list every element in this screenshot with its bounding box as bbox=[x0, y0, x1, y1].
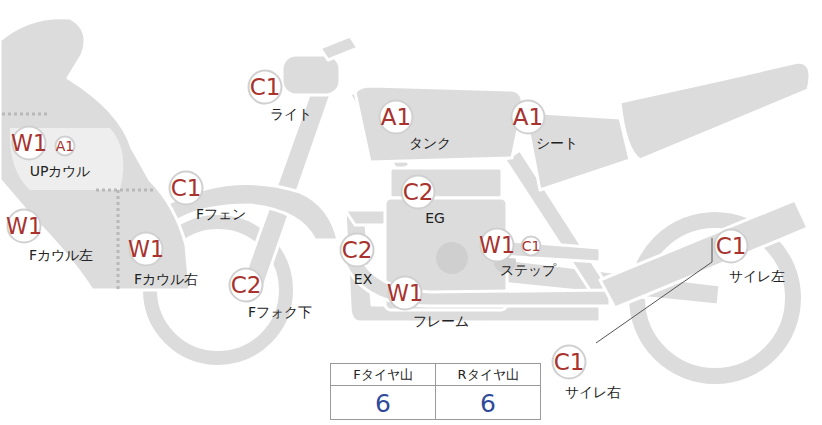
damage-code: C2 bbox=[228, 267, 264, 303]
damage-callout: W1フレーム bbox=[387, 275, 423, 311]
damage-callout: A1シート bbox=[510, 99, 546, 135]
part-name: EX bbox=[354, 272, 372, 287]
part-name: ステップ bbox=[500, 263, 556, 278]
damage-code: W1 bbox=[128, 231, 164, 267]
damage-code: W1 bbox=[6, 208, 42, 244]
damage-code: A1 bbox=[378, 99, 414, 135]
damage-code: C2 bbox=[339, 232, 375, 268]
part-name: UPカウル bbox=[30, 164, 91, 179]
damage-code: C1 bbox=[168, 170, 204, 206]
damage-callout: A1 bbox=[54, 135, 76, 157]
table-value: 6 bbox=[480, 390, 496, 418]
damage-callout: W1UPカウル bbox=[11, 125, 47, 161]
part-name: Fカウル左 bbox=[29, 248, 93, 263]
damage-callout: C1Fフェン bbox=[168, 170, 204, 206]
part-name: Fフェン bbox=[196, 207, 246, 222]
part-name: シート bbox=[536, 136, 578, 151]
damage-code: W1 bbox=[387, 275, 423, 311]
damage-callout: W1ステップ bbox=[479, 227, 515, 263]
table-header: Rタイヤ山 bbox=[457, 368, 518, 382]
damage-code: A1 bbox=[510, 99, 546, 135]
damage-callout: W1Fカウル左 bbox=[6, 208, 42, 244]
damage-callout: C1サイレ右 bbox=[551, 344, 587, 380]
damage-code: C1 bbox=[247, 69, 283, 105]
part-name: タンク bbox=[409, 136, 451, 151]
damage-code: A1 bbox=[54, 135, 76, 157]
part-name: サイレ左 bbox=[729, 269, 785, 284]
damage-code: W1 bbox=[479, 227, 515, 263]
damage-callout: A1タンク bbox=[378, 99, 414, 135]
damage-callout: C1ライト bbox=[247, 69, 283, 105]
part-name: EG bbox=[425, 211, 445, 226]
damage-callout: W1Fカウル右 bbox=[128, 231, 164, 267]
damage-code: C2 bbox=[400, 174, 436, 210]
damage-code: C1 bbox=[520, 235, 542, 257]
damage-callout: C2Fフォク下 bbox=[228, 267, 264, 303]
part-name: Fカウル右 bbox=[134, 272, 198, 287]
damage-callout: C1サイレ左 bbox=[713, 228, 749, 264]
damage-callout: C2EG bbox=[400, 174, 436, 210]
damage-code: W1 bbox=[11, 125, 47, 161]
table-header: Fタイヤ山 bbox=[353, 368, 412, 382]
part-name: ライト bbox=[270, 107, 312, 122]
damage-code: C1 bbox=[551, 344, 587, 380]
damage-callout: C2EX bbox=[339, 232, 375, 268]
part-name: サイレ右 bbox=[565, 385, 621, 400]
damage-callout: C1 bbox=[520, 235, 542, 257]
table-value: 6 bbox=[375, 390, 391, 418]
damage-code: C1 bbox=[713, 228, 749, 264]
part-name: フレーム bbox=[413, 314, 469, 329]
part-name: Fフォク下 bbox=[248, 305, 312, 320]
